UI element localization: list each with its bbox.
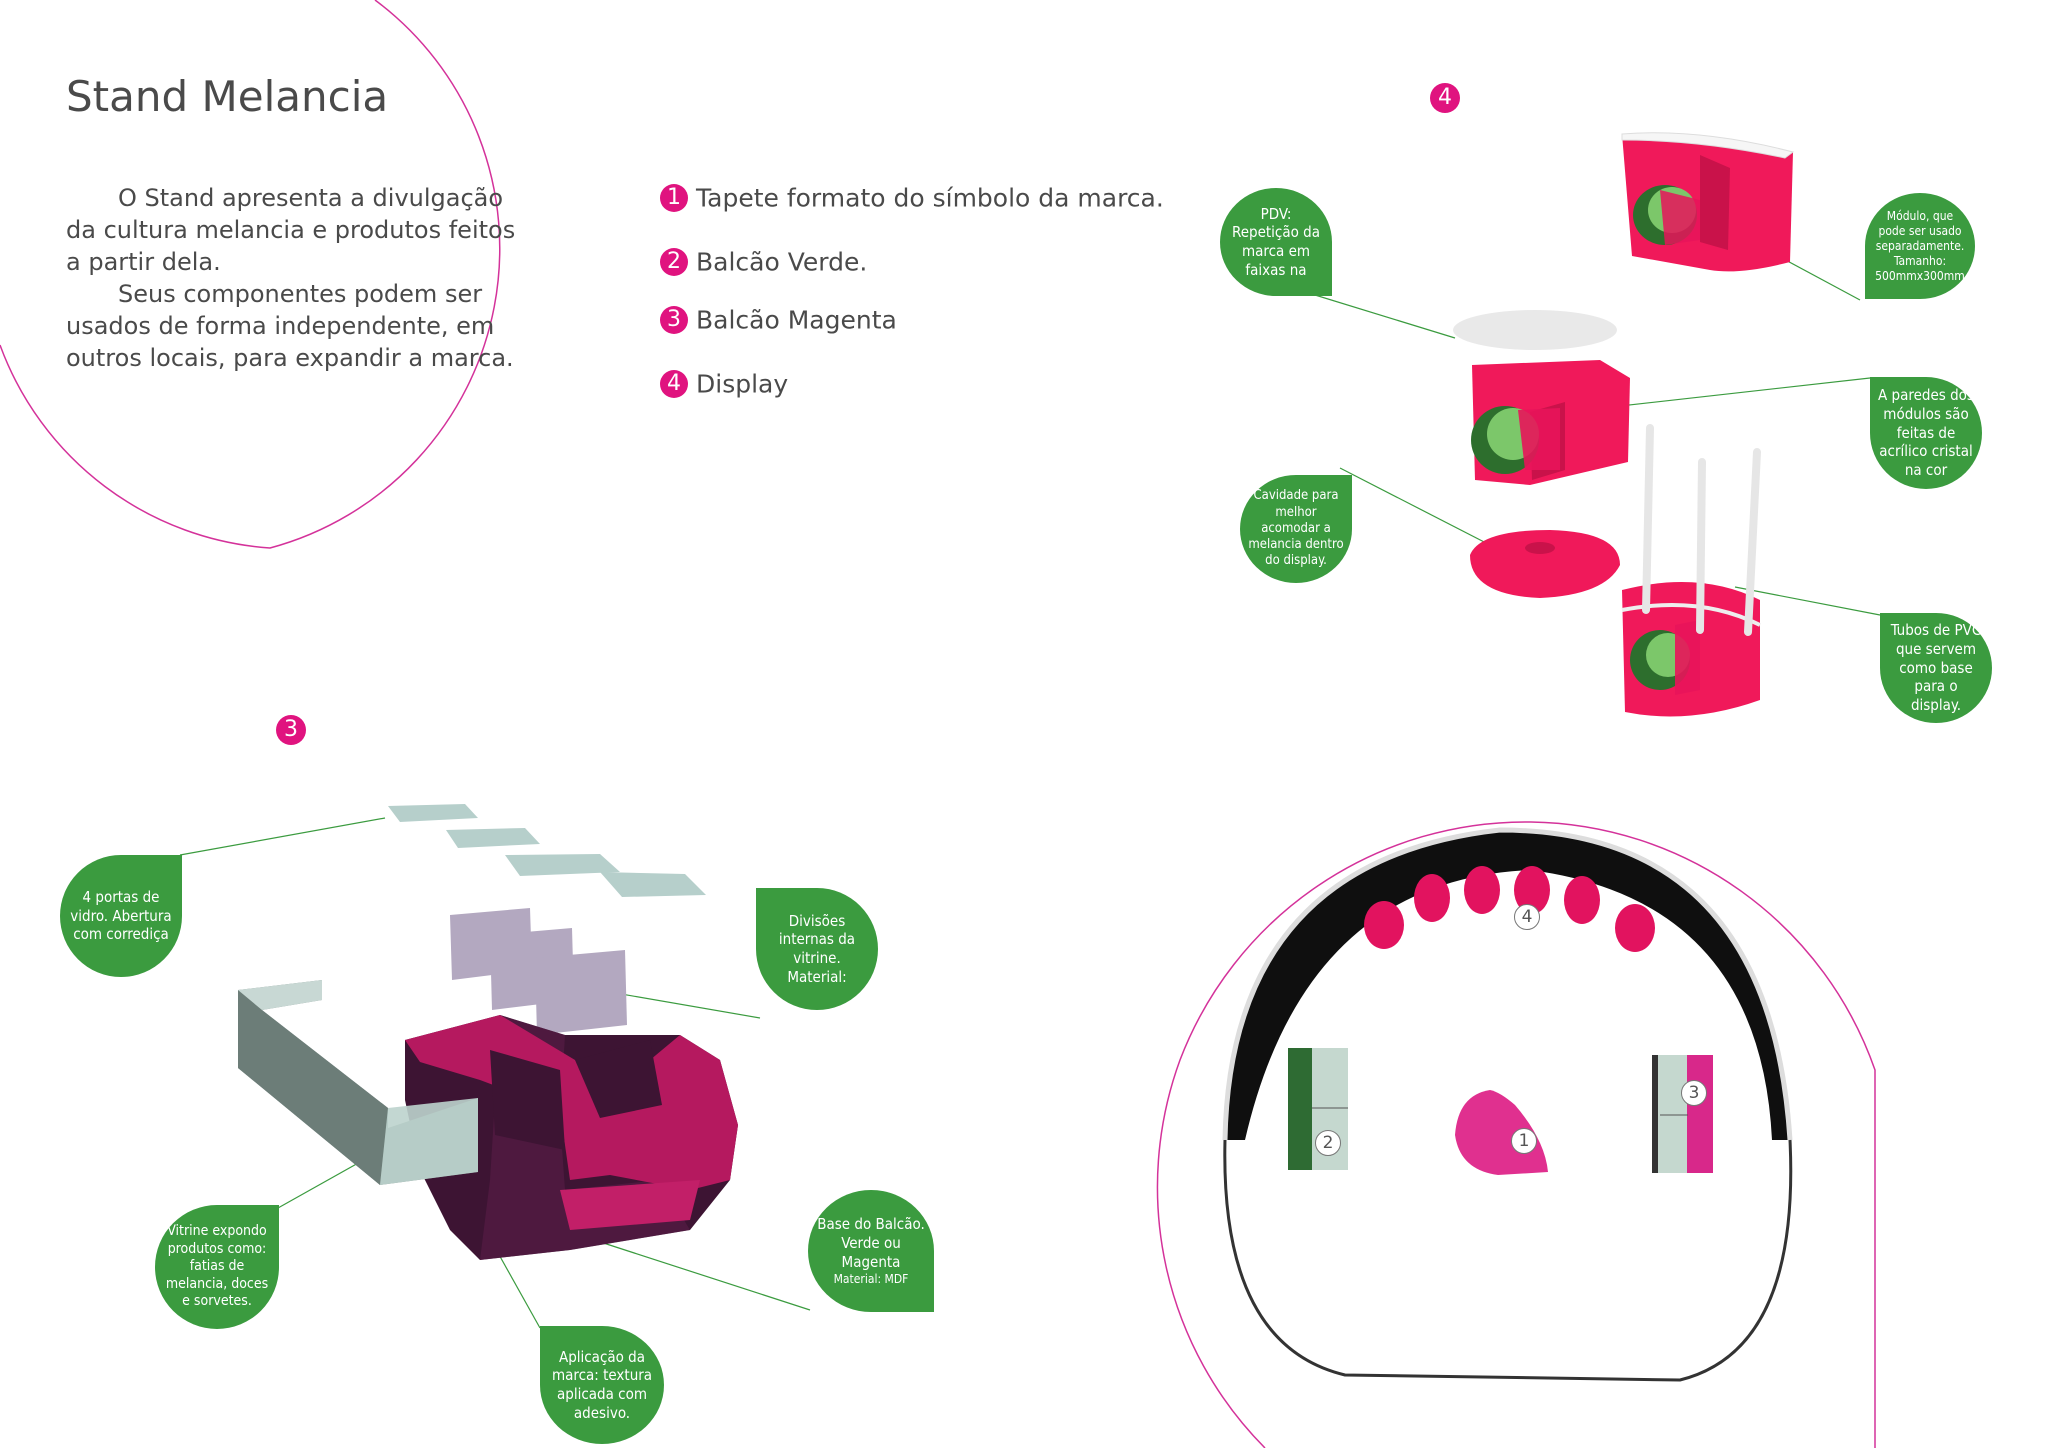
legend-label: Balcão Verde. [696,247,868,277]
legend-number-badge: 4 [660,370,688,398]
floor-plan [1222,827,1793,1382]
callout-modulo: Módulo, que pode ser usado separadamente… [1865,193,1975,299]
callout-aplicacao: Aplicação da marca: textura aplicada com… [540,1326,664,1444]
legend-number-badge: 3 [660,306,688,334]
plan-label-magenta-counter: 3 [1681,1080,1707,1106]
callout-divisoes: Divisões internas da vitrine. Material: [756,888,878,1010]
plan-label-display: 4 [1514,904,1540,930]
plan-arch-outline [1156,821,1876,1448]
legend-label: Tapete formato do símbolo da marca. [696,183,1164,213]
display-exploded-view [1314,132,1881,717]
section-badge-display: 4 [1430,83,1460,113]
callout-vitrine: Vitrine expondo produtos como: fatias de… [155,1205,279,1329]
page-title: Stand Melancia [66,72,389,121]
callout-tubos: Tubos de PVC que servem como base para o… [1880,613,1992,723]
intro-paragraph-1: O Stand apresenta a divulgação da cultur… [66,184,516,276]
legend-item-3: 3 Balcão Magenta [660,304,897,335]
callout-portas: 4 portas de vidro. Abertura com corrediç… [60,855,182,977]
legend-number-badge: 1 [660,184,688,212]
legend-label: Balcão Magenta [696,305,897,335]
legend-label: Display [696,369,789,399]
counter-exploded-view [179,804,811,1329]
callout-base: Base do Balcão. Verde ou Magenta Materia… [808,1190,934,1312]
plan-label-rug: 1 [1511,1128,1537,1154]
callout-base-material: Material: MDF [833,1271,909,1286]
callout-cavidade: Cavidade para melhor acomodar a melancia… [1240,475,1352,583]
callout-paredes: A paredes dos módulos são feitas de acrí… [1870,377,1982,489]
callout-pdv: PDV: Repetição da marca em faixas na [1220,188,1332,296]
intro-paragraph-2: Seus componentes podem ser usados de for… [66,280,514,372]
intro-text: O Stand apresenta a divulgação da cultur… [66,182,526,374]
legend-item-4: 4 Display [660,368,788,399]
legend-item-1: 1 Tapete formato do símbolo da marca. [660,182,1164,213]
callout-base-main: Base do Balcão. Verde ou Magenta [817,1215,925,1271]
intro-circle [0,0,501,549]
section-badge-counter: 3 [276,715,306,745]
plan-label-green-counter: 2 [1315,1130,1341,1156]
legend-item-2: 2 Balcão Verde. [660,246,867,277]
legend-number-badge: 2 [660,248,688,276]
